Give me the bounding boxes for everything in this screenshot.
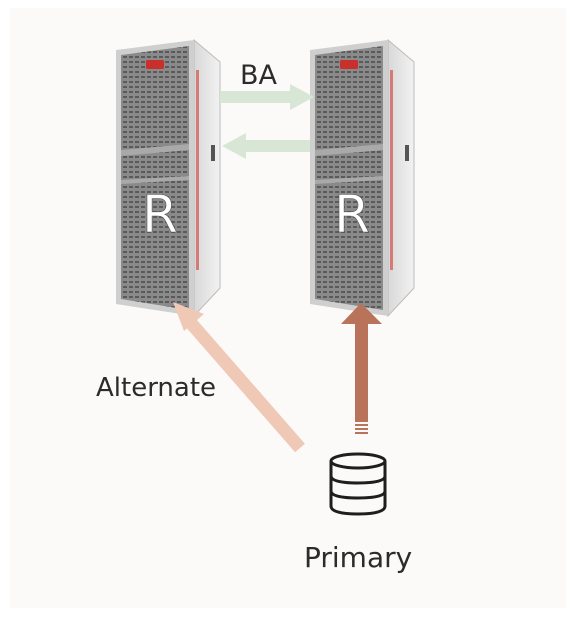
primary-label: Primary bbox=[304, 541, 413, 574]
database-icon bbox=[329, 452, 387, 516]
ba-arrow-right bbox=[220, 84, 314, 110]
ba-arrow-left bbox=[222, 133, 310, 159]
server-rack-icon bbox=[115, 39, 221, 317]
diagram-background bbox=[10, 8, 566, 608]
rack-letter-left: R bbox=[142, 185, 178, 245]
rack-letter-right: R bbox=[334, 185, 370, 245]
alternate-label: Alternate bbox=[96, 373, 217, 403]
ba-label: BA bbox=[240, 60, 277, 91]
primary-arrow bbox=[341, 303, 382, 434]
server-rack-icon bbox=[309, 39, 415, 317]
alternate-arrow bbox=[173, 302, 305, 453]
